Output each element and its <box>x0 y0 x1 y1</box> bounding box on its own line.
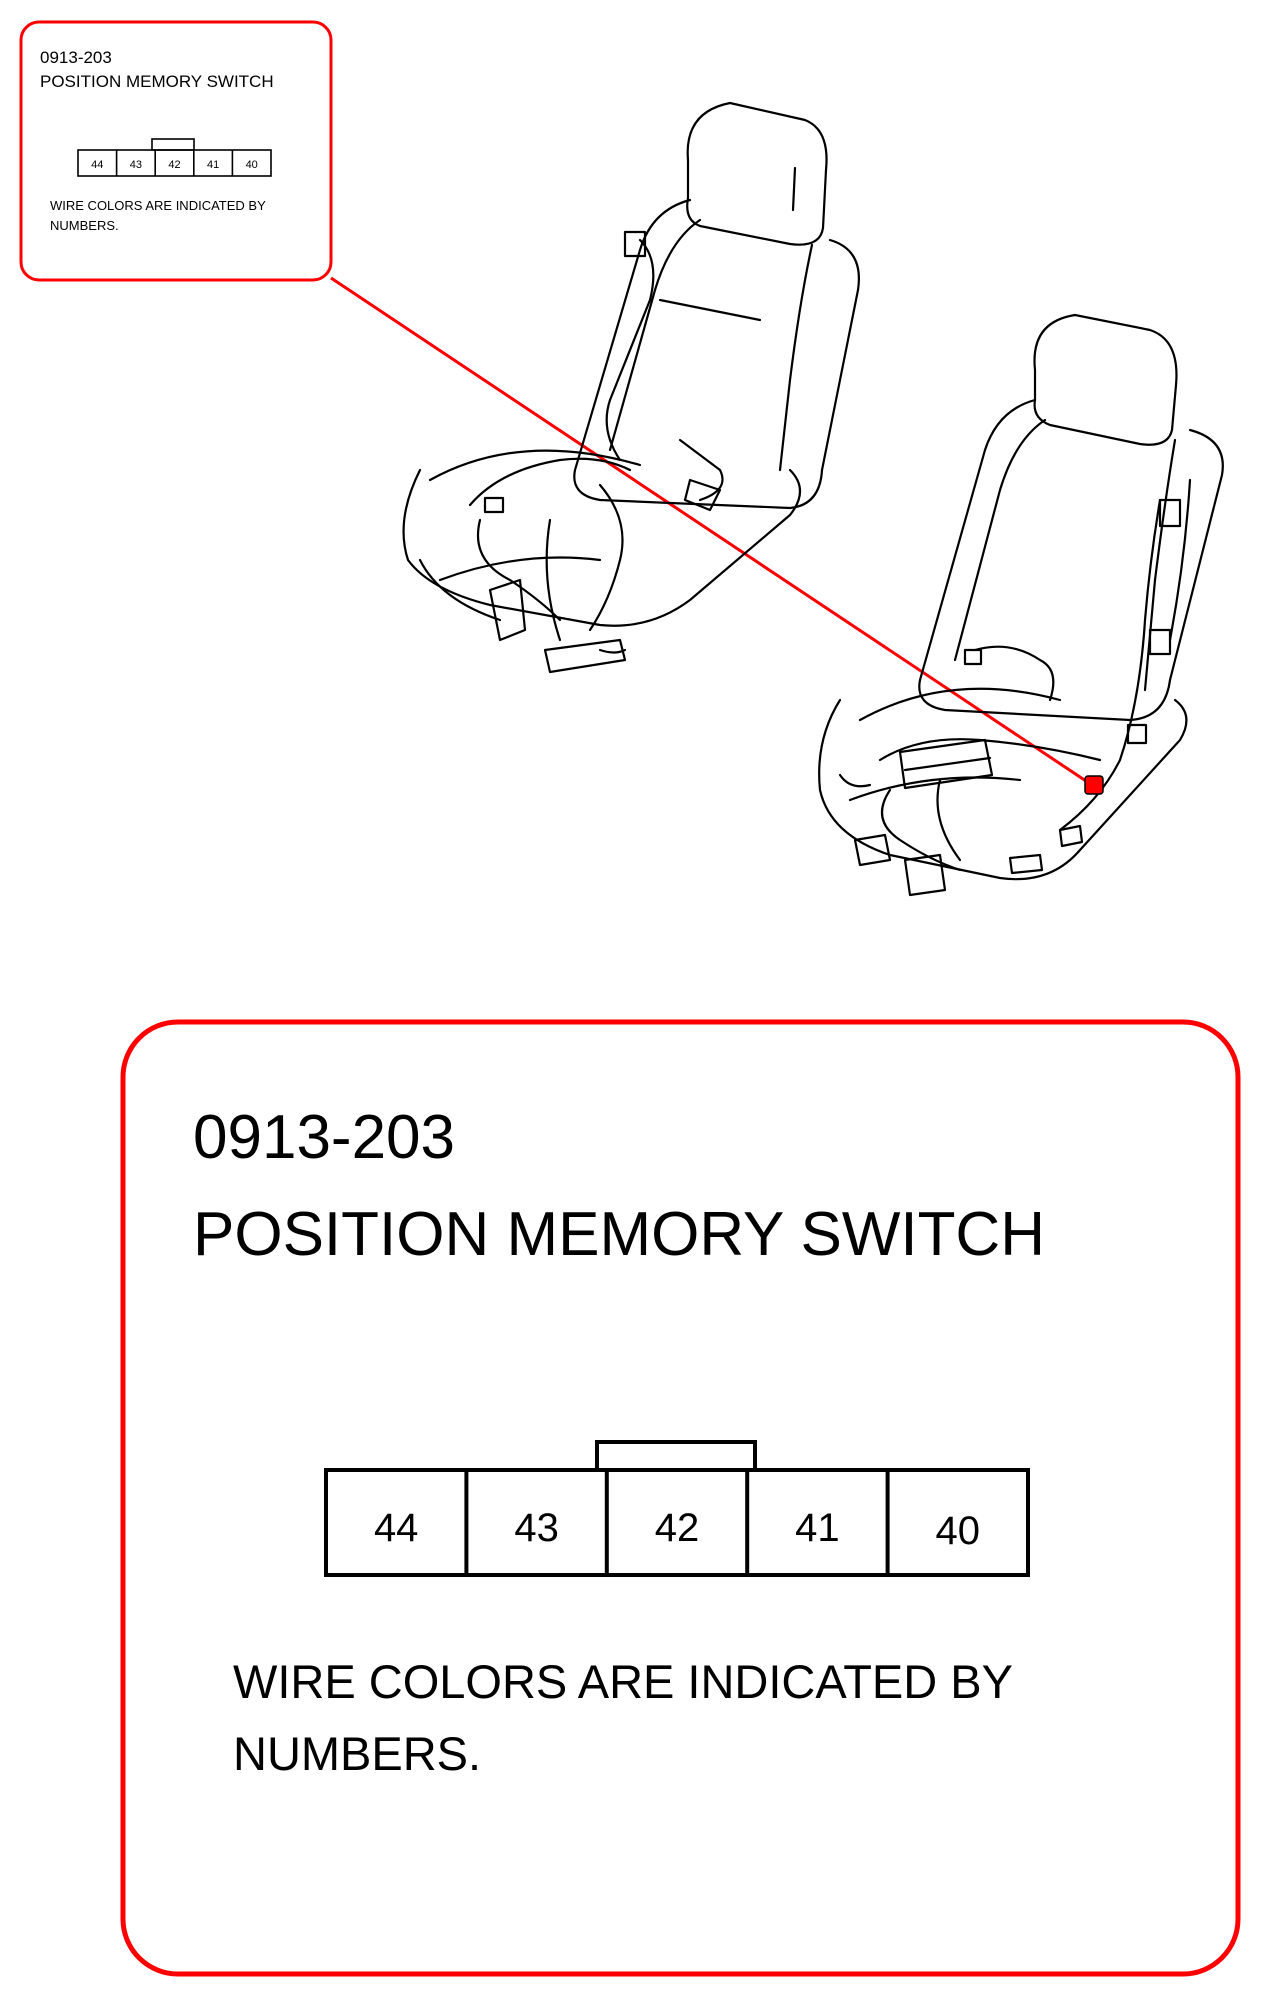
callout-leader-line <box>330 276 1099 791</box>
note-line1: WIRE COLORS ARE INDICATED BY <box>233 1655 1013 1708</box>
note-line2: NUMBERS. <box>233 1727 481 1780</box>
pin-label: 43 <box>514 1506 559 1550</box>
small-pin-label: 42 <box>168 159 180 171</box>
pin-label: 40 <box>936 1509 981 1553</box>
small-callout: 0913-203 POSITION MEMORY SWITCH 44 43 42… <box>19 20 333 282</box>
large-callout: 0913-203 POSITION MEMORY SWITCH 44 43 42… <box>120 1019 1241 1977</box>
connector-id: 0913-203 <box>193 1103 455 1172</box>
small-pin-label: 44 <box>91 159 103 171</box>
small-note-line1: WIRE COLORS ARE INDICATED BY <box>50 198 266 213</box>
connector-name: POSITION MEMORY SWITCH <box>193 1200 1045 1269</box>
small-pin-label: 43 <box>130 159 142 171</box>
small-connector-face <box>77 138 272 177</box>
pin-label: 44 <box>374 1506 419 1550</box>
left-seat-illustration <box>402 101 860 674</box>
small-connector-id: 0913-203 <box>40 48 112 67</box>
pin-label: 41 <box>795 1506 840 1550</box>
small-connector-name: POSITION MEMORY SWITCH <box>40 72 274 91</box>
large-callout-frame <box>120 1019 1241 1977</box>
small-pin-label: 40 <box>246 159 258 171</box>
connector-body <box>324 1468 1030 1577</box>
small-note-line2: NUMBERS. <box>50 218 119 233</box>
position-memory-switch-connector-marker <box>1084 775 1104 795</box>
right-seat-illustration <box>818 313 1224 897</box>
pin-label: 42 <box>655 1506 700 1550</box>
small-pin-label: 41 <box>207 159 219 171</box>
small-callout-frame <box>19 20 333 282</box>
connector-face <box>324 1440 1030 1577</box>
